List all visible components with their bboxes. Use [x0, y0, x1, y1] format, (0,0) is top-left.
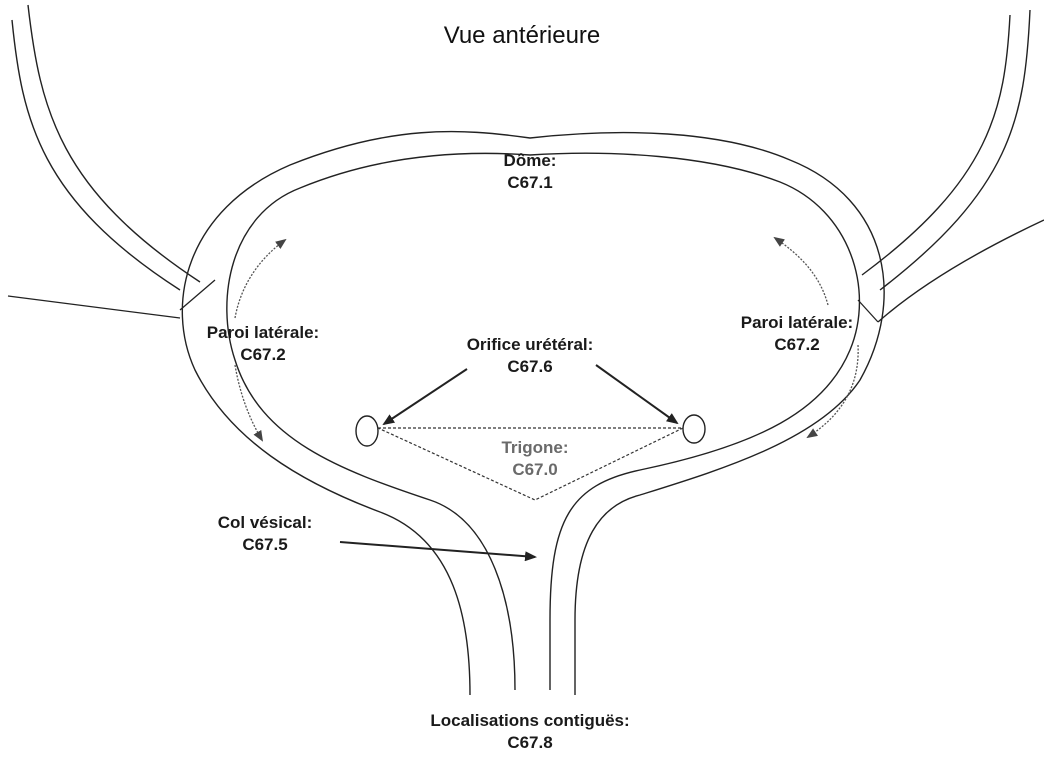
label-lateral-left: Paroi latérale: C67.2	[178, 322, 348, 366]
label-lateral-left-name: Paroi latérale:	[206, 323, 320, 342]
label-dome: Dôme: C67.1	[470, 150, 590, 194]
arrow-to-right-orifice	[595, 364, 679, 425]
left-ureter-entry	[0, 300, 180, 310]
label-lateral-right-name: Paroi latérale:	[740, 313, 854, 332]
label-ureteral-orifice-code: C67.6	[507, 357, 553, 376]
left-ureter-outer	[11, 19, 181, 291]
label-trigone-code: C67.0	[512, 460, 558, 479]
arrow-to-left-orifice	[382, 368, 468, 426]
label-bladder-neck-name: Col vésical:	[217, 513, 313, 532]
label-trigone-name: Trigone:	[501, 438, 569, 457]
label-lateral-right: Paroi latérale: C67.2	[712, 312, 882, 356]
right-ureteral-orifice	[682, 414, 706, 444]
left-ureter-inner	[27, 4, 201, 283]
label-overlapping-sites-code: C67.8	[507, 733, 553, 752]
label-bladder-neck-code: C67.5	[242, 535, 288, 554]
label-dome-name: Dôme:	[503, 151, 557, 170]
bladder-outer-wall	[181, 130, 885, 696]
right-ureter-inner	[861, 14, 1011, 276]
left-lateral-arrow-up	[234, 238, 287, 319]
left-lateral-arrow-down	[234, 364, 264, 442]
right-ureter-lower	[877, 219, 1044, 323]
left-ureteral-orifice	[355, 415, 379, 447]
label-bladder-neck: Col vésical: C67.5	[200, 512, 330, 556]
right-ureter-outer	[879, 9, 1031, 291]
right-lateral-arrow-up	[773, 236, 829, 306]
label-overlapping-sites-name: Localisations contiguës:	[430, 711, 630, 730]
label-overlapping-sites: Localisations contiguës: C67.8	[380, 710, 680, 754]
arrow-to-bladder-neck	[339, 541, 537, 562]
right-lateral-arrow-down	[806, 344, 859, 439]
label-ureteral-orifice-name: Orifice urétéral:	[466, 335, 594, 354]
label-lateral-left-code: C67.2	[240, 345, 286, 364]
trigone-outline	[377, 427, 684, 501]
bladder-inner-wall	[226, 152, 861, 691]
label-trigone: Trigone: C67.0	[480, 437, 590, 481]
label-ureteral-orifice: Orifice urétéral: C67.6	[430, 334, 630, 378]
view-title: Vue antérieure	[443, 22, 601, 49]
label-dome-code: C67.1	[507, 173, 553, 192]
label-lateral-right-code: C67.2	[774, 335, 820, 354]
